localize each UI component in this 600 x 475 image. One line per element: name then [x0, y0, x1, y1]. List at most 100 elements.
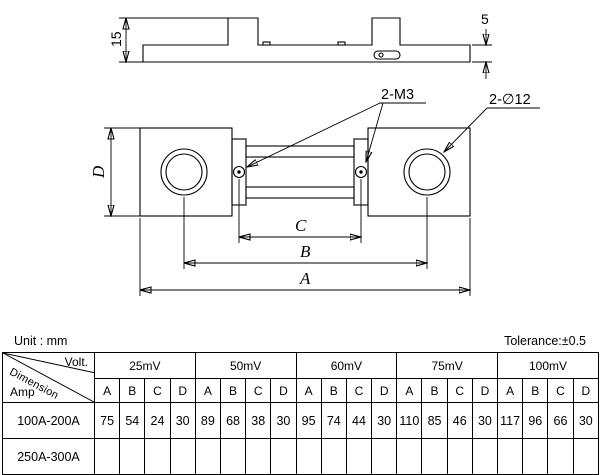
right-hole-inner	[408, 153, 446, 191]
col-letter: C	[446, 378, 473, 403]
table-cell	[169, 438, 196, 475]
table-cell: 89	[194, 402, 221, 439]
table-cell: 74	[320, 402, 347, 439]
table-cell	[320, 438, 347, 475]
voltage-col-75mv: 75mV	[396, 352, 498, 379]
col-letter: D	[371, 378, 398, 403]
col-letter: B	[320, 378, 347, 403]
table-cell	[446, 438, 473, 475]
m3-hole-left-center	[237, 170, 241, 174]
col-letter: D	[169, 378, 196, 403]
table-cell	[496, 438, 524, 475]
col-letter: A	[93, 378, 121, 403]
table-cell: 46	[446, 402, 473, 439]
dimension-a: A	[139, 218, 470, 296]
dim-label-c: C	[295, 216, 307, 235]
tolerance-note: Tolerance:±0.5	[504, 334, 586, 348]
table-cell: 30	[471, 402, 499, 439]
table-cell	[371, 438, 398, 475]
table-cell	[119, 438, 146, 475]
label-2-d12: 2-∅12	[489, 92, 531, 108]
table-cell	[572, 438, 600, 475]
table-cell: 110	[396, 402, 423, 439]
table-cell: 75	[93, 402, 121, 439]
dimension-15: 15	[108, 17, 228, 62]
technical-drawing: 15 5	[89, 11, 540, 296]
col-letter: B	[219, 378, 247, 403]
corner-diagonal-lines	[3, 353, 94, 402]
col-letter: D	[471, 378, 499, 403]
corner-header-cell: Volt. Dimension Amp	[2, 352, 95, 403]
table-row: 250A-300A	[2, 438, 600, 475]
col-letter: A	[295, 378, 322, 403]
dimension-table: Volt. Dimension Amp 25mV 50mV 60mV 75mV …	[2, 352, 600, 475]
table-cell: 66	[547, 402, 574, 439]
col-letter: C	[345, 378, 373, 403]
voltage-col-100mv: 100mV	[497, 352, 599, 379]
m3-hole-left	[232, 165, 246, 179]
table-cell: 85	[421, 402, 448, 439]
label-slot	[373, 50, 401, 60]
col-letter: B	[421, 378, 448, 403]
col-letter: C	[245, 378, 272, 403]
side-view: 15 5	[108, 11, 492, 79]
voltage-col-25mv: 25mV	[94, 352, 196, 379]
dimension-5: 5	[472, 11, 492, 79]
table-cell	[245, 438, 272, 475]
table-cell: 68	[219, 402, 247, 439]
table-cell	[471, 438, 499, 475]
table-cell	[194, 438, 221, 475]
side-view-outline	[142, 17, 471, 63]
dimension-d: D	[89, 127, 140, 216]
col-letter: A	[396, 378, 423, 403]
col-letter: D	[270, 378, 297, 403]
dim-label-5: 5	[481, 11, 489, 27]
corner-volt-label: Volt.	[64, 355, 88, 369]
table-cell: 30	[572, 402, 600, 439]
screw-head-left	[262, 41, 271, 46]
slot-hole	[378, 52, 384, 58]
amp-range-label: 250A-300A	[2, 438, 95, 475]
label-2-m3: 2-M3	[381, 87, 414, 103]
table-cell	[295, 438, 322, 475]
col-letter: C	[144, 378, 171, 403]
dim-label-d: D	[89, 165, 108, 179]
table-cell	[345, 438, 373, 475]
left-block	[139, 127, 233, 217]
table-cell	[93, 438, 121, 475]
table-cell: 30	[169, 402, 196, 439]
resistive-strip-bottom	[245, 186, 355, 199]
amp-range-label: 100A-200A	[2, 402, 95, 439]
voltage-col-60mv: 60mV	[295, 352, 398, 379]
callout-2-m3: 2-M3	[247, 87, 426, 167]
col-letter: C	[547, 378, 574, 403]
dimension-b: B	[183, 197, 427, 269]
col-letter: A	[194, 378, 221, 403]
corner-amp-label: Amp	[10, 385, 35, 399]
unit-note: Unit : mm	[14, 334, 68, 348]
table-cell: 96	[522, 402, 549, 439]
col-letter: B	[119, 378, 146, 403]
callout-2-d12: 2-∅12	[444, 92, 540, 152]
top-view: 2-M3 2-∅12 D	[89, 87, 540, 296]
table-cell	[270, 438, 297, 475]
table-cell	[421, 438, 448, 475]
m3-hole-right-center	[359, 170, 363, 174]
table-cell	[547, 438, 574, 475]
table-cell: 30	[371, 402, 398, 439]
table-cell: 54	[119, 402, 146, 439]
table-cell: 24	[144, 402, 171, 439]
left-hole-outer	[160, 148, 208, 196]
dim-label-15: 15	[108, 31, 124, 47]
left-hole-inner	[165, 153, 203, 191]
col-letter: B	[522, 378, 549, 403]
resistive-strip-top	[245, 145, 355, 158]
dimension-c: C	[238, 179, 361, 243]
table-row: 100A-200A 75 54 24 30 89 68 38 30 95 74 …	[2, 402, 600, 439]
col-letter: D	[572, 378, 600, 403]
table-cell: 44	[345, 402, 373, 439]
right-hole-outer	[403, 148, 451, 196]
table-cell: 30	[270, 402, 297, 439]
col-letter: A	[496, 378, 524, 403]
